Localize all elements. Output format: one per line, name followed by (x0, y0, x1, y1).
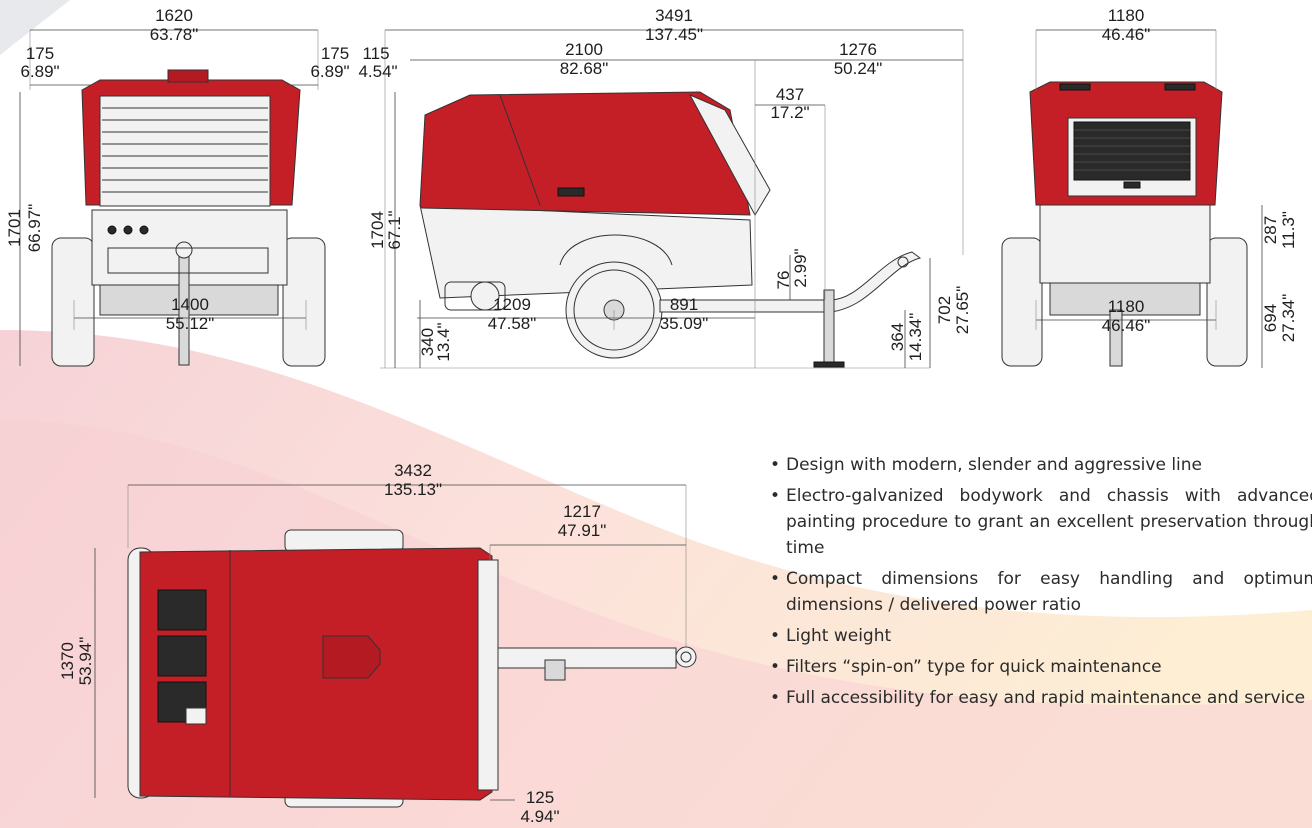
feature-item: Compact dimensions for easy handling and… (760, 566, 1312, 618)
side-jack-height-mm: 364 (888, 323, 907, 351)
rear-width-bottom-in: 46.46" (1102, 316, 1151, 335)
side-overhang-in: 4.54" (358, 62, 397, 81)
side-drawbar-rise-in: 2.99" (791, 248, 810, 287)
front-left-offset-mm: 175 (26, 44, 54, 63)
side-rear-to-axle-in: 47.58" (488, 314, 537, 333)
dimension-lines (19, 29, 1263, 801)
rear-view (1001, 81, 1248, 367)
top-length-in: 135.13" (384, 480, 442, 499)
rear-panel-height-in: 11.3" (1279, 211, 1298, 249)
rear-frame-height-in: 27.34" (1279, 294, 1298, 343)
rear-width-top-in: 46.46" (1102, 25, 1151, 44)
side-hitch-offset-in: 17.2" (770, 103, 809, 122)
side-body-length-in: 82.68" (560, 59, 609, 78)
side-drawbar-rise-mm: 76 (774, 271, 793, 290)
side-jack-height-in: 14.34" (906, 313, 925, 362)
front-height-mm: 1701 (5, 209, 24, 247)
top-rear-offset-in: 4.94" (520, 807, 559, 826)
side-length-mm: 3491 (655, 6, 693, 25)
rear-frame-height-mm: 694 (1261, 304, 1280, 332)
rear-width-bottom-mm: 1180 (1108, 297, 1145, 316)
side-axle-to-jack-in: 35.09" (660, 314, 709, 333)
front-left-offset-in: 6.89" (20, 62, 59, 81)
side-view (380, 91, 930, 369)
feature-item: Filters “spin-on” type for quick mainten… (760, 654, 1312, 680)
side-axle-height-in: 27.65" (953, 286, 972, 335)
front-right-offset-in: 6.89" (310, 62, 349, 81)
front-width-mm: 1620 (155, 6, 193, 25)
side-drawbar-length-mm: 1276 (839, 40, 877, 59)
top-rear-offset-mm: 125 (526, 788, 554, 807)
side-body-length-mm: 2100 (565, 40, 603, 59)
side-overhang-mm: 115 (362, 44, 389, 63)
side-clearance-in: 13.4" (434, 322, 453, 361)
top-drawbar-length-in: 47.91" (558, 521, 607, 540)
feature-item: Design with modern, slender and aggressi… (760, 452, 1312, 478)
top-width-in: 53.94" (76, 637, 95, 686)
top-length-mm: 3432 (394, 461, 432, 480)
front-height-in: 66.97" (25, 204, 44, 253)
front-view (51, 69, 326, 367)
side-axle-height-mm: 702 (935, 296, 954, 324)
front-width-in: 63.78" (150, 25, 199, 44)
feature-item: Full accessibility for easy and rapid ma… (760, 685, 1312, 711)
feature-item: Light weight (760, 623, 1312, 649)
rear-width-top-mm: 1180 (1108, 6, 1145, 25)
rear-panel-height-mm: 287 (1261, 216, 1280, 244)
top-drawbar-length-mm: 1217 (563, 502, 601, 521)
side-hitch-offset-mm: 437 (776, 85, 804, 104)
front-track-in: 55.12" (166, 314, 215, 333)
side-axle-to-jack-mm: 891 (670, 295, 698, 314)
side-length-in: 137.45" (645, 25, 703, 44)
side-clearance-mm: 340 (418, 328, 437, 356)
dimension-labels: 1620 63.78" 175 6.89" 175 6.89" 1701 66.… (5, 6, 1298, 826)
side-drawbar-length-in: 50.24" (834, 59, 883, 78)
side-height-in: 67.1" (385, 210, 404, 249)
front-track-mm: 1400 (171, 295, 209, 314)
side-height-mm: 1704 (368, 211, 387, 249)
top-view (127, 529, 697, 808)
top-width-mm: 1370 (58, 642, 77, 680)
feature-item: Electro-galvanized bodywork and chassis … (760, 483, 1312, 561)
front-right-offset-mm: 175 (321, 44, 349, 63)
feature-list: Design with modern, slender and aggressi… (760, 452, 1312, 716)
side-rear-to-axle-mm: 1209 (493, 295, 531, 314)
